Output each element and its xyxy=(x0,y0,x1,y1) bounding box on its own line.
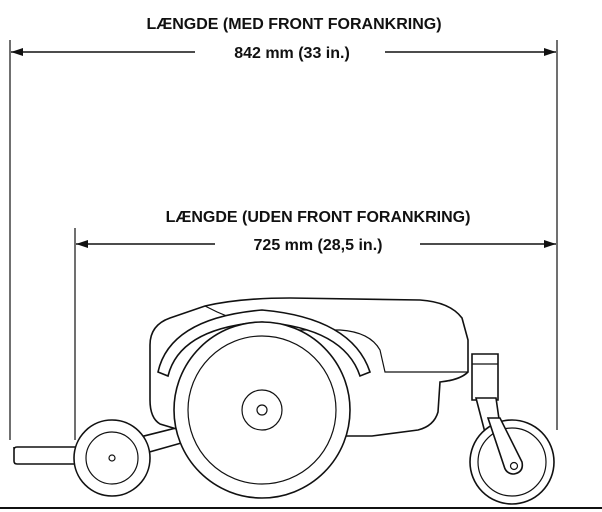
main-wheel xyxy=(173,321,351,499)
rear-small-wheel xyxy=(73,419,151,497)
caster-fork-arm xyxy=(486,417,524,475)
robotic-mower-illustration xyxy=(13,297,555,505)
front-wheel-bracket xyxy=(471,353,499,401)
caster-axle xyxy=(509,461,519,471)
dimension-without-front-anchor-value: 725 mm (28,5 in.) xyxy=(254,237,383,254)
rear-small-wheel-rim xyxy=(85,431,139,485)
rear-small-wheel-hub xyxy=(108,454,116,462)
dimension-with-front-anchor-value: 842 mm (33 in.) xyxy=(234,45,350,62)
wheel-fender xyxy=(157,309,371,378)
main-wheel-hub-inner xyxy=(256,404,268,416)
dimension-without-front-anchor: LÆNGDE (UDEN FRONT FORANKRING) 725 mm (2… xyxy=(74,209,556,440)
dimension-with-front-anchor-label: LÆNGDE (MED FRONT FORANKRING) xyxy=(146,16,441,33)
dimension-with-front-anchor: LÆNGDE (MED FRONT FORANKRING) 842 mm (33… xyxy=(9,16,558,440)
main-wheel-rim xyxy=(187,335,337,485)
dimension-without-front-anchor-label: LÆNGDE (UDEN FRONT FORANKRING) xyxy=(166,209,471,226)
main-wheel-hub-outer xyxy=(241,389,283,431)
front-caster-wheel-rim xyxy=(477,427,547,497)
